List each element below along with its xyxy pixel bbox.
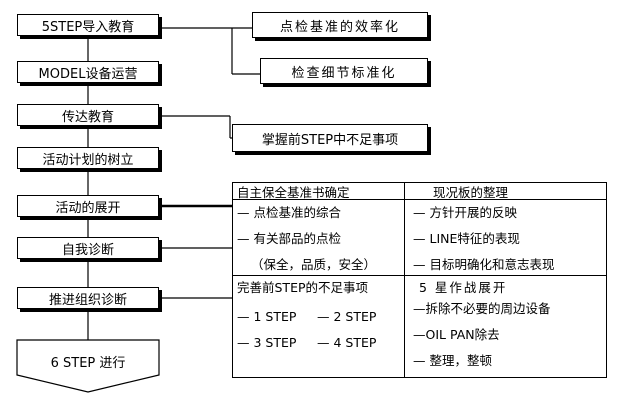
final-step-arrow	[16, 339, 160, 393]
step-5step-education: 5STEP导入教育	[17, 14, 159, 36]
step-self-diagnosis: 自我诊断	[17, 237, 159, 259]
step-6step-label: 6 STEP 进行	[50, 356, 126, 371]
sub-right-title: 5 星作战展开	[419, 279, 508, 295]
sub-right-item-1: —拆除不必要的周边设备	[413, 300, 551, 316]
step-activity-deployment: 活动的展开	[17, 195, 159, 217]
step-model-equipment: MODEL设备运营	[17, 61, 159, 83]
detail-table: 自主保全基准书确定 现况板的整理 — 点检基准的综合 — 有关部品的点检 （保全…	[232, 182, 607, 378]
step-communicate-education: 传达教育	[17, 104, 159, 126]
right-item-3: — 目标明确化和意志表现	[413, 256, 555, 272]
note-standardize: 检查细节标准化	[260, 58, 428, 84]
sub-right-item-3: — 整理，整顿	[413, 352, 492, 368]
step-activity-plan: 活动计划的树立	[17, 147, 159, 169]
note-grasp-deficiency: 掌握前STEP中不足事项	[232, 124, 428, 152]
sub-right-item-2: —OIL PAN除去	[413, 326, 500, 342]
step-grid-2: — 2 STEP	[317, 308, 377, 324]
left-item-2: — 有关部品的点检	[237, 230, 341, 246]
step-organization-diagnosis: 推进组织诊断	[17, 287, 159, 309]
table-header-left: 自主保全基准书确定	[237, 184, 350, 200]
table-header-right: 现况板的整理	[433, 184, 509, 200]
sub-left-title: 完善前STEP的不足事项	[237, 279, 369, 295]
note-efficiency: 点检基准的效率化	[252, 12, 428, 38]
step-grid-3: — 3 STEP	[237, 334, 297, 350]
step-grid-1: — 1 STEP	[237, 308, 297, 324]
table-mid-divider	[233, 275, 606, 276]
step-grid-4: — 4 STEP	[317, 334, 377, 350]
left-item-1: — 点检基准的综合	[237, 204, 341, 220]
right-item-2: — LINE特征的表现	[413, 230, 520, 246]
right-item-1: — 方针开展的反映	[413, 204, 517, 220]
table-vertical-divider	[404, 183, 405, 377]
table-header-divider	[233, 199, 606, 200]
left-item-3: （保全，品质，安全）	[251, 256, 377, 272]
